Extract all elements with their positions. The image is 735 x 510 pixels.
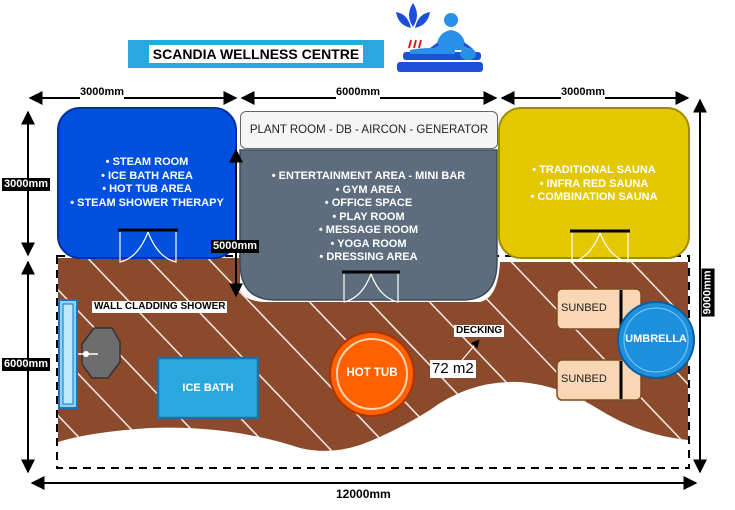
right-room-item: • TRADITIONAL SAUNA (532, 164, 656, 176)
umbrella-label: UMBRELLA (625, 333, 687, 345)
right-room-shape (498, 107, 690, 259)
dim-label-bottom: 12000mm (336, 487, 391, 501)
shower-panel (62, 303, 74, 405)
shower-head-icon (83, 351, 89, 357)
lotus-icon (396, 3, 430, 28)
sunbed-1-label: SUNBED (561, 302, 607, 314)
ice-bath (156, 356, 260, 420)
right-room-door (570, 229, 630, 263)
dim-label-top-left: 3000mm (80, 86, 125, 99)
page-title: SCANDIA WELLNESS CENTRE (128, 40, 384, 68)
plant-room: PLANT ROOM - DB - AIRCON - GENERATOR (240, 111, 498, 149)
umbrella-inner-ring (623, 307, 689, 373)
hot-tub-inner-ring (336, 338, 408, 410)
left-room-door (118, 228, 178, 263)
dim-label-left-upper: 3000mm (2, 178, 51, 191)
center-room-list: • ENTERTAINMENT AREA - MINI BAR • GYM AR… (240, 170, 497, 265)
left-room-item: • ICE BATH AREA (101, 169, 193, 182)
sunbed-2-label: SUNBED (561, 373, 607, 385)
hot-tub (329, 331, 415, 417)
dim-label-left-lower: 6000mm (2, 358, 51, 371)
wellness-logo-icon (397, 13, 483, 72)
decking-label: DECKING (454, 325, 505, 337)
right-room-item: • COMBINATION SAUNA (530, 191, 658, 203)
shower-tray (81, 327, 121, 379)
dim-label-top-center: 6000mm (336, 86, 381, 99)
right-room-item: • INFRA RED SAUNA (539, 177, 649, 190)
left-room-list: • STEAM ROOM • ICE BATH AREA • HOT TUB A… (58, 156, 236, 210)
dim-label-right: 9000mm (701, 268, 715, 317)
right-room-list: • TRADITIONAL SAUNA • INFRA RED SAUNA • … (499, 164, 689, 205)
center-room-item: • PLAY ROOM (332, 210, 405, 223)
dim-label-top-right: 3000mm (561, 86, 606, 99)
wall-shower-label: WALL CLADDING SHOWER (92, 301, 228, 313)
deck-area-label: 72 m2 (430, 360, 476, 378)
left-room-item: • STEAM ROOM (105, 156, 189, 168)
center-room-door (342, 270, 400, 303)
ice-bath-label: ICE BATH (182, 382, 234, 394)
center-room-item: • ENTERTAINMENT AREA - MINI BAR (271, 170, 466, 182)
center-room-item: • YOGA ROOM (330, 237, 407, 250)
left-room-item: • STEAM SHOWER THERAPY (70, 196, 224, 209)
center-room-item: • DRESSING AREA (319, 251, 418, 263)
dim-label-inner-center: 5000mm (211, 240, 260, 253)
left-room-item: • HOT TUB AREA (102, 183, 192, 195)
center-room-item: • OFFICE SPACE (324, 197, 413, 209)
center-room-item: • MESSAGE ROOM (318, 224, 419, 236)
center-room-item: • GYM AREA (335, 183, 402, 196)
hot-tub-label: HOT TUB (346, 367, 398, 379)
